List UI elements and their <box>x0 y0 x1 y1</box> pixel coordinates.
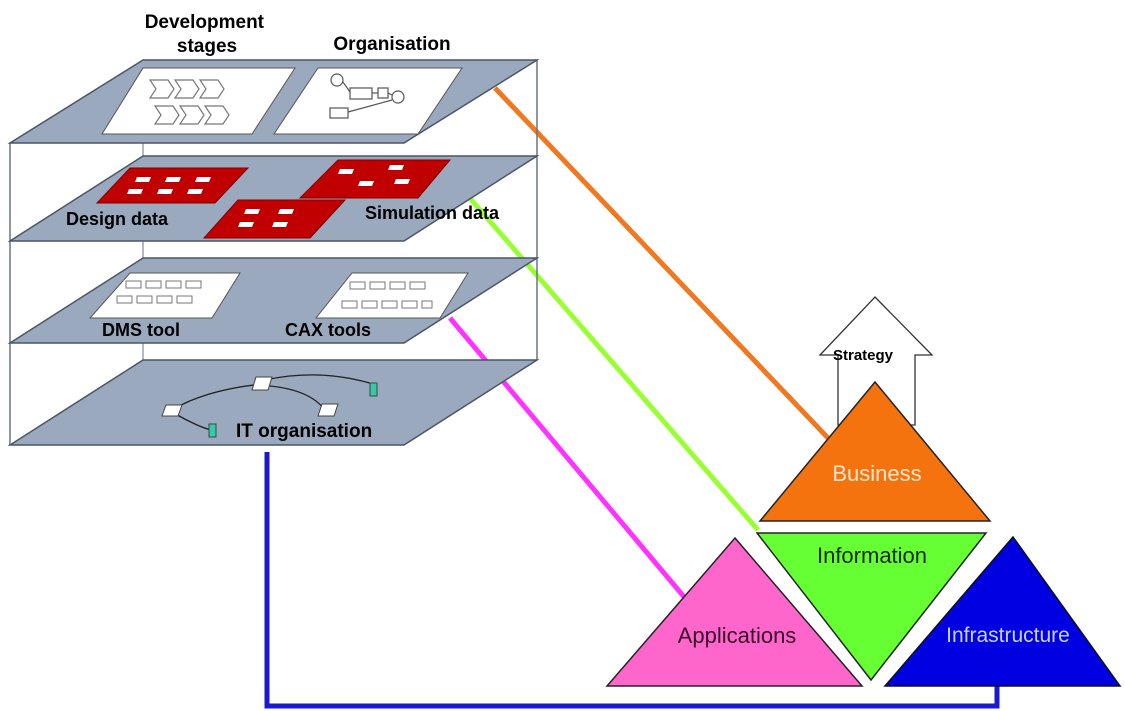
business-triangle: Business <box>758 380 992 522</box>
chevron-icons <box>148 79 230 125</box>
link-infrastructure <box>264 452 1000 709</box>
development-stages-card <box>101 67 296 135</box>
information-triangle: Information <box>755 532 988 682</box>
simulation-data-label: Simulation data <box>365 203 500 223</box>
simulation-data-plane <box>298 159 452 199</box>
it-organisation-label: IT organisation <box>236 421 372 442</box>
business-label: Business <box>832 461 921 486</box>
dms-tool-card <box>88 272 241 319</box>
dms-tool-label: DMS tool <box>102 320 180 340</box>
infrastructure-label: Infrastructure <box>946 624 1070 647</box>
network-icon <box>161 374 378 438</box>
link-information <box>466 194 760 532</box>
design-data-label: Design data <box>66 209 169 229</box>
design-data-plane-2 <box>202 199 347 239</box>
information-label: Information <box>817 543 927 568</box>
applications-triangle: Applications <box>605 536 864 687</box>
strategy-label: Strategy <box>833 347 894 364</box>
applications-label: Applications <box>678 623 797 648</box>
cax-tools-card <box>314 272 469 319</box>
cax-tools-label: CAX tools <box>285 320 371 340</box>
layer-it-organisation <box>7 359 540 446</box>
organisation-card <box>273 67 463 135</box>
link-business <box>493 86 830 440</box>
layer-stack <box>7 59 540 446</box>
design-data-plane <box>95 167 250 204</box>
org-chart-icon <box>329 73 405 119</box>
infrastructure-triangle: Infrastructure <box>883 535 1122 687</box>
organisation-label: Organisation <box>333 34 450 55</box>
strategy-arrow: Strategy <box>818 296 934 426</box>
development-stages-label: Development stages <box>145 12 270 57</box>
